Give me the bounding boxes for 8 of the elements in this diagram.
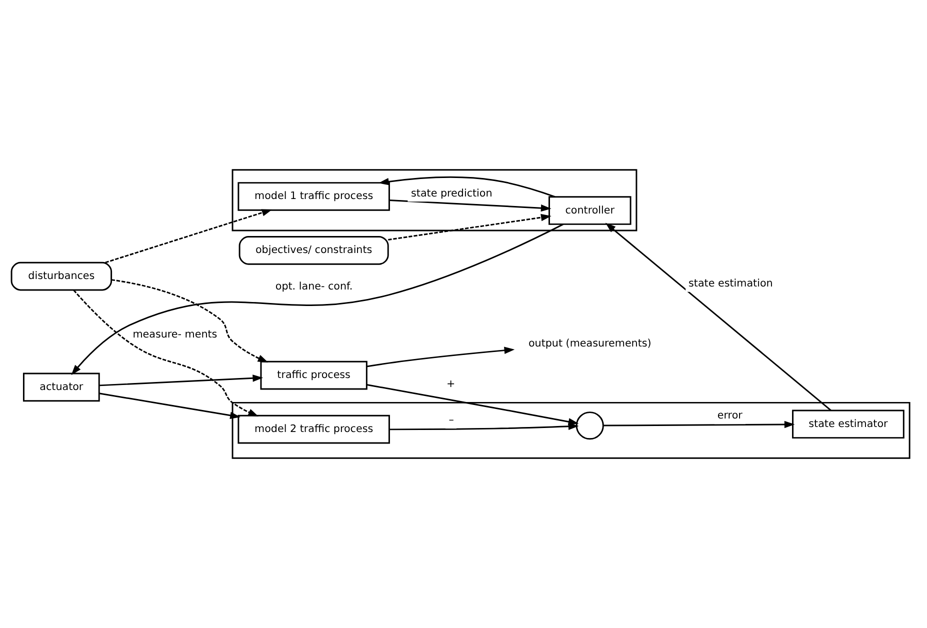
edge-label: + bbox=[446, 378, 456, 390]
node-text: output (measurements) bbox=[528, 337, 652, 350]
edge-label: error bbox=[717, 410, 742, 422]
edge-label: measure- ments bbox=[132, 328, 218, 340]
edge-label: opt. lane- conf. bbox=[275, 280, 353, 292]
edge-label: state estimation bbox=[688, 277, 773, 290]
edge-label: state prediction bbox=[411, 187, 492, 200]
edge-label: – bbox=[448, 414, 454, 426]
